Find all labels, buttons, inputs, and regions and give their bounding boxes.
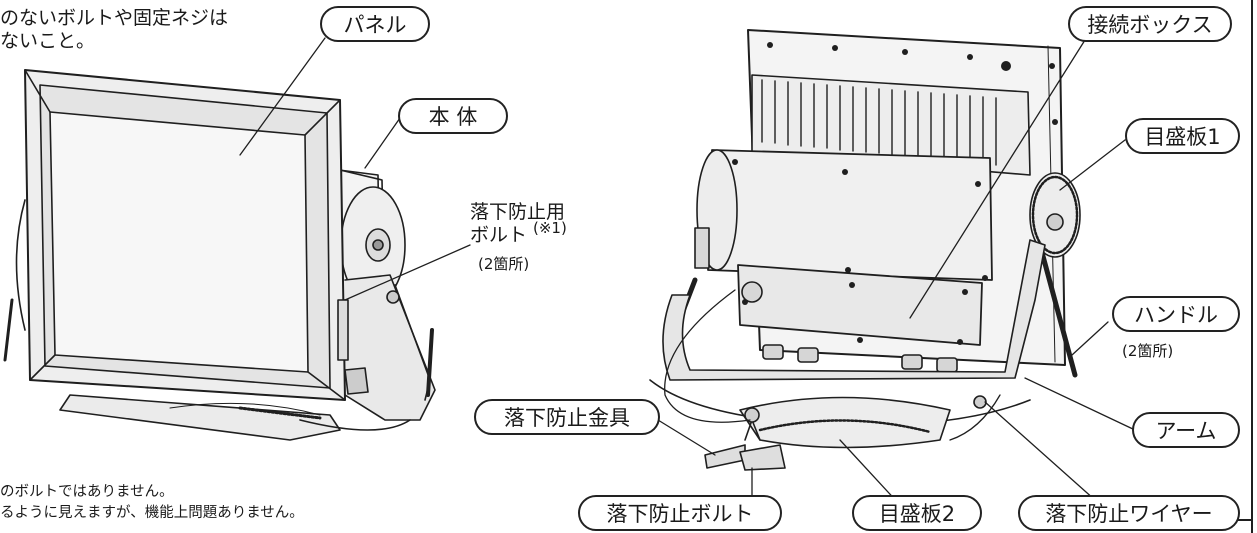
label-scale-plate-1: 目盛板1 (1125, 118, 1240, 154)
leader-lines (239, 37, 1136, 506)
label-handle: ハンドル (1112, 296, 1240, 332)
front-view-figure (3, 69, 436, 441)
rear-view-figure (649, 29, 1081, 471)
bolt-callout-line1: 落下防止用 (470, 201, 566, 223)
label-arm: アーム (1132, 412, 1240, 448)
label-body: 本 体 (398, 98, 508, 134)
bolt-callout-text: ボルト (470, 224, 528, 246)
top-note-line2: ないこと。 (0, 30, 96, 52)
top-note-line1: のないボルトや固定ネジは (0, 7, 229, 29)
label-fall-prevention-wire: 落下防止ワイヤー (1018, 495, 1240, 531)
label-scale-plate-2: 目盛板2 (852, 495, 982, 531)
label-panel: パネル (320, 6, 430, 42)
footnote-line2: るように見えますが、機能上問題ありません。 (0, 505, 304, 521)
label-fall-prevention-bolt: 落下防止ボルト (578, 495, 782, 531)
label-fall-prevention-fitting: 落下防止金具 (474, 399, 660, 435)
bolt-callout-line2: ボルト (※1) (470, 219, 567, 247)
label-junction-box: 接続ボックス (1068, 6, 1232, 42)
footnote-line1: のボルトではありません。 (0, 484, 174, 500)
bolt-callout-count: (2箇所) (478, 255, 530, 273)
bolt-callout-sup: (※1) (533, 219, 567, 237)
handle-count: (2箇所) (1122, 342, 1174, 360)
